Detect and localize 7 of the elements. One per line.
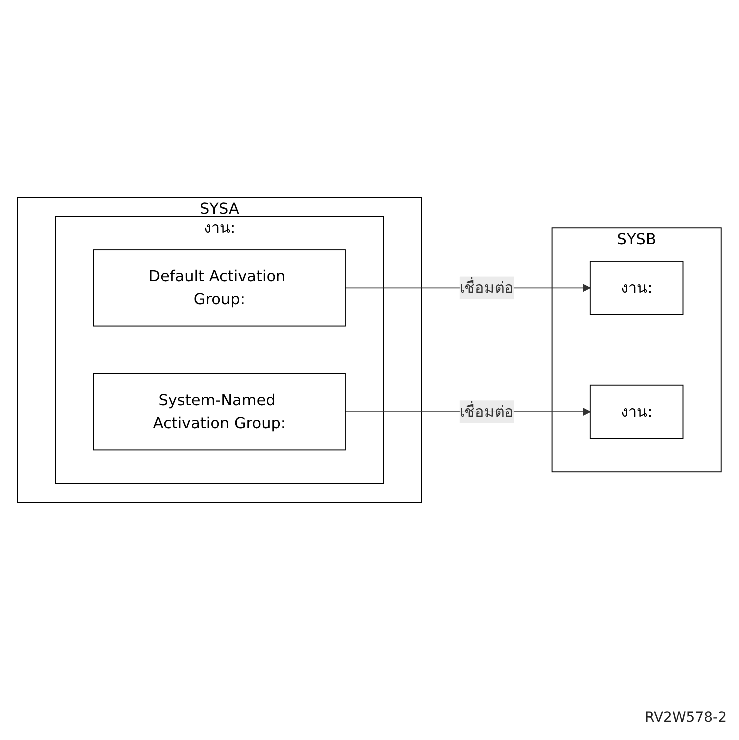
edge-label: เชื่อมต่อ	[460, 278, 514, 297]
node-box: Default Activation Group:	[93, 249, 346, 327]
node-box: งาน:	[590, 260, 684, 316]
node-box: งาน:	[590, 384, 684, 440]
figure-id: RV2W578-2	[645, 710, 727, 726]
node-box: System-Named Activation Group:	[93, 373, 346, 451]
edge-label: เชื่อมต่อ	[460, 402, 514, 421]
